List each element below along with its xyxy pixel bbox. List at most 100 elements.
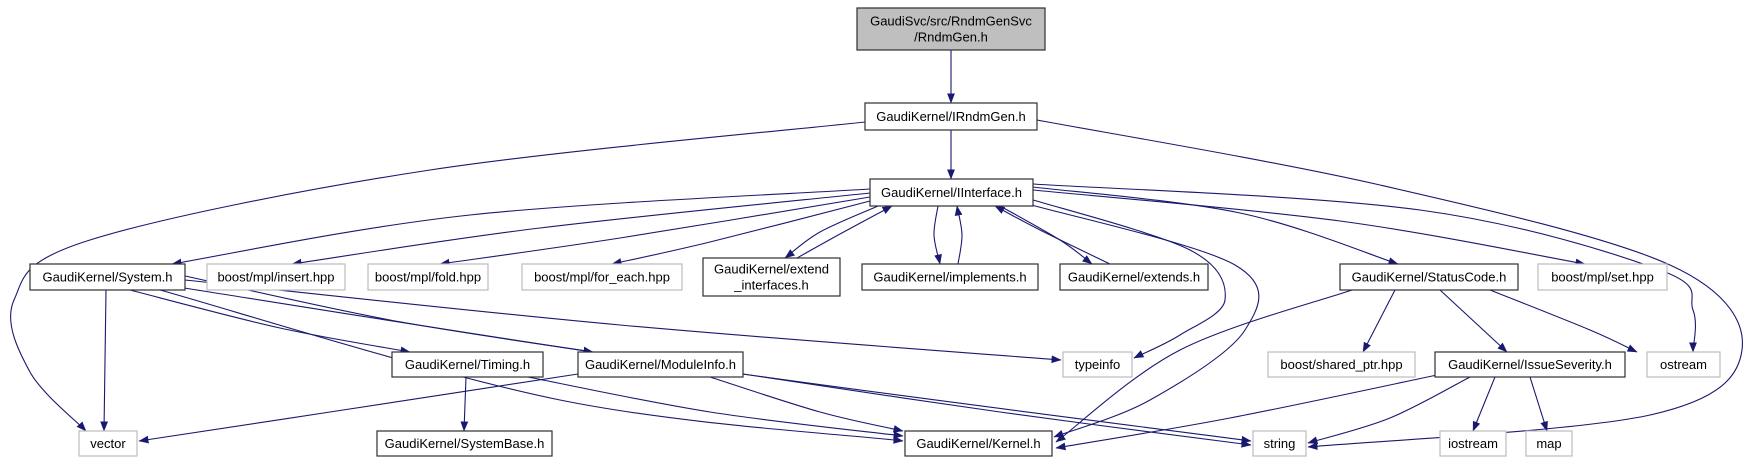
edge-issueseverity-iostream xyxy=(1472,376,1496,432)
node-irndmgen-label: GaudiKernel/IRndmGen.h xyxy=(876,109,1026,124)
node-fold-box xyxy=(367,263,489,291)
node-rndmgen-label: GaudiSvc/src/RndmGenSvc xyxy=(870,14,1032,29)
node-string-box xyxy=(1252,430,1307,457)
node-foreach-label: boost/mpl/for_each.hpp xyxy=(534,270,670,285)
node-extint-box xyxy=(702,257,841,297)
node-string-label: string xyxy=(1264,436,1296,451)
node-map-box xyxy=(1525,430,1573,457)
node-insert: boost/mpl/insert.hpp xyxy=(206,263,346,291)
node-iostream-label: iostream xyxy=(1448,436,1498,451)
node-typeinfo: typeinfo xyxy=(1062,351,1133,378)
node-statuscode-box xyxy=(1339,263,1519,291)
node-system-label: GaudiKernel/System.h xyxy=(42,270,172,285)
node-fold-label: boost/mpl/fold.hpp xyxy=(375,270,481,285)
node-irndmgen[interactable]: GaudiKernel/IRndmGen.h xyxy=(864,102,1038,131)
edge-iinterface-statuscode xyxy=(1032,186,1399,265)
node-iostream: iostream xyxy=(1439,430,1507,457)
edges-layer xyxy=(10,50,1743,451)
edge-iinterface-kernel xyxy=(1027,203,1260,438)
edge-iinterface-foreach xyxy=(611,200,871,266)
edge-system-typeinfo xyxy=(184,279,1062,364)
edge-timing-kernel xyxy=(527,376,904,439)
node-sharedptr-box xyxy=(1267,351,1416,378)
node-rndmgen: GaudiSvc/src/RndmGenSvc/RndmGen.h xyxy=(856,7,1046,51)
node-rndmgen-label: /RndmGen.h xyxy=(914,30,988,45)
edge-statuscode-kernel xyxy=(1055,289,1353,443)
node-implements-label: GaudiKernel/implements.h xyxy=(873,270,1026,285)
node-iostream-box xyxy=(1439,430,1507,457)
node-fold: boost/mpl/fold.hpp xyxy=(367,263,489,291)
edge-iinterface-extint xyxy=(784,205,879,259)
node-implements[interactable]: GaudiKernel/implements.h xyxy=(861,263,1039,291)
node-typeinfo-box xyxy=(1062,351,1133,378)
node-iinterface[interactable]: GaudiKernel/IInterface.h xyxy=(869,178,1034,207)
node-insert-label: boost/mpl/insert.hpp xyxy=(217,270,334,285)
edge-system-timing xyxy=(129,289,411,355)
node-extint-label: GaudiKernel/extend xyxy=(714,262,829,277)
node-set-box xyxy=(1537,263,1668,291)
edge-statuscode-ostream xyxy=(1489,289,1638,353)
node-irndmgen-box xyxy=(864,102,1038,131)
node-moduleinfo-box xyxy=(577,351,744,378)
edge-iinterface-insert xyxy=(291,192,871,267)
node-iinterface-label: GaudiKernel/IInterface.h xyxy=(881,185,1022,200)
node-extint[interactable]: GaudiKernel/extend_interfaces.h xyxy=(702,257,841,297)
edge-issueseverity-map xyxy=(1529,376,1548,432)
node-systembase-box xyxy=(376,430,553,457)
node-map-label: map xyxy=(1536,436,1561,451)
node-statuscode[interactable]: GaudiKernel/StatusCode.h xyxy=(1339,263,1519,291)
nodes-layer: GaudiSvc/src/RndmGenSvc/RndmGen.hGaudiKe… xyxy=(29,7,1721,457)
node-foreach: boost/mpl/for_each.hpp xyxy=(521,263,683,291)
node-systembase[interactable]: GaudiKernel/SystemBase.h xyxy=(376,430,553,457)
edge-statuscode-issueseverity xyxy=(1439,289,1508,353)
node-issueseverity[interactable]: GaudiKernel/IssueSeverity.h xyxy=(1434,351,1626,378)
node-kernel-label: GaudiKernel/Kernel.h xyxy=(916,436,1040,451)
node-vector: vector xyxy=(78,430,138,457)
edge-moduleinfo-vector xyxy=(138,373,579,444)
edge-iinterface-typeinfo xyxy=(1029,198,1226,359)
node-extends-box xyxy=(1059,263,1209,291)
node-extends[interactable]: GaudiKernel/extends.h xyxy=(1059,263,1209,291)
edge-iinterface-set xyxy=(1032,189,1586,267)
node-system-box xyxy=(29,263,186,291)
edge-iinterface-extends xyxy=(999,205,1093,265)
node-vector-box xyxy=(78,430,138,457)
node-iinterface-box xyxy=(869,178,1034,207)
edge-issueseverity-kernel xyxy=(1055,374,1438,451)
node-insert-box xyxy=(206,263,346,291)
node-typeinfo-label: typeinfo xyxy=(1075,357,1121,372)
node-timing-box xyxy=(391,351,544,378)
node-extint-label: _interfaces.h xyxy=(733,278,808,293)
node-vector-label: vector xyxy=(90,436,126,451)
node-issueseverity-label: GaudiKernel/IssueSeverity.h xyxy=(1448,357,1612,372)
edge-irndmgen-string xyxy=(1036,119,1743,450)
node-set: boost/mpl/set.hpp xyxy=(1537,263,1668,291)
node-timing[interactable]: GaudiKernel/Timing.h xyxy=(391,351,544,378)
node-string: string xyxy=(1252,430,1307,457)
edge-issueseverity-string xyxy=(1307,376,1471,444)
node-moduleinfo-label: GaudiKernel/ModuleInfo.h xyxy=(585,357,736,372)
node-kernel-box xyxy=(904,430,1053,457)
edge-iinterface-system xyxy=(171,188,871,267)
edge-implements-iinterface xyxy=(954,205,963,265)
node-sharedptr: boost/shared_ptr.hpp xyxy=(1267,351,1416,378)
node-system[interactable]: GaudiKernel/System.h xyxy=(29,263,186,291)
node-kernel[interactable]: GaudiKernel/Kernel.h xyxy=(904,430,1053,457)
node-moduleinfo[interactable]: GaudiKernel/ModuleInfo.h xyxy=(577,351,744,378)
edge-iinterface-fold xyxy=(439,196,871,267)
node-map: map xyxy=(1525,430,1573,457)
edge-system-vector xyxy=(100,289,109,432)
edge-system-kernel xyxy=(159,289,904,444)
node-ostream-box xyxy=(1646,351,1721,378)
node-statuscode-label: GaudiKernel/StatusCode.h xyxy=(1352,270,1507,285)
edge-iinterface-implements xyxy=(933,205,942,265)
node-extends-label: GaudiKernel/extends.h xyxy=(1068,270,1200,285)
node-implements-box xyxy=(861,263,1039,291)
edge-iinterface-ostream xyxy=(1032,183,1697,353)
node-ostream-label: ostream xyxy=(1660,357,1707,372)
edge-moduleinfo-string xyxy=(742,373,1252,448)
edge-timing-systembase xyxy=(460,376,469,432)
edge-statuscode-sharedptr xyxy=(1362,289,1396,353)
